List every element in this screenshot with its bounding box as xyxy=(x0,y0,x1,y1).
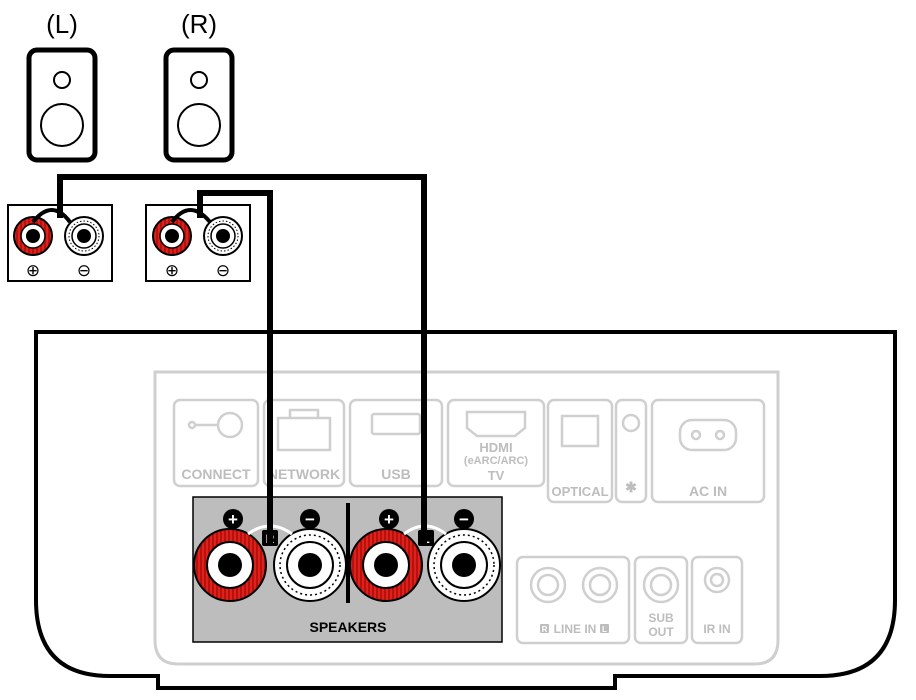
right-plus-sign: ⊕ xyxy=(165,261,179,280)
sub-label: SUB xyxy=(648,611,674,625)
sub-out-port xyxy=(633,555,689,645)
network-label: NETWORK xyxy=(268,466,340,482)
usb-label: USB xyxy=(381,466,411,482)
connect-port xyxy=(172,398,260,488)
optical-label: OPTICAL xyxy=(551,484,608,499)
left-wire-outer xyxy=(57,174,427,545)
rear-ports xyxy=(172,398,766,645)
device-l-minus-sign: − xyxy=(459,510,469,529)
line-in-l-badge: L xyxy=(602,625,607,634)
left-speaker xyxy=(26,47,98,163)
device-l-minus-terminal xyxy=(427,528,501,602)
hdmi-sub-label: (eARC/ARC) xyxy=(464,455,529,467)
speakers-panel-label: SPEAKERS xyxy=(309,619,386,635)
left-speaker-label: (L) xyxy=(46,9,78,39)
left-plus-sign: ⊕ xyxy=(26,261,40,280)
line-in-port xyxy=(515,555,631,645)
right-wire-outer xyxy=(197,190,273,545)
optical-port xyxy=(546,398,614,504)
speaker-wires xyxy=(57,174,427,545)
right-speaker-minus-terminal xyxy=(203,216,243,256)
connect-label: CONNECT xyxy=(181,466,251,482)
out-label: OUT xyxy=(648,625,674,639)
ir-in-port xyxy=(690,555,744,645)
right-speaker xyxy=(163,47,235,163)
bluetooth-button xyxy=(614,398,648,504)
left-speaker-plus-terminal xyxy=(13,216,53,256)
tv-label: TV xyxy=(488,468,505,483)
device-speakers-panel: + − + − R L SPEAKERS xyxy=(192,496,503,643)
line-in-l-box xyxy=(600,624,609,633)
ir-in-label: IR IN xyxy=(703,622,730,636)
hdmi-port xyxy=(446,398,546,488)
right-speaker-plus-terminal xyxy=(152,216,192,256)
right-minus-sign: ⊖ xyxy=(216,261,230,280)
left-speaker-minus-terminal xyxy=(64,216,104,256)
ac-in-label: AC IN xyxy=(689,483,727,499)
left-minus-sign: ⊖ xyxy=(77,261,91,280)
device-r-plus-sign: + xyxy=(228,510,238,529)
device-l-plus-sign: + xyxy=(384,510,394,529)
line-in-r-box xyxy=(540,624,549,633)
device-r-minus-terminal xyxy=(273,528,347,602)
line-in-r-badge: R xyxy=(542,625,548,634)
line-in-label: LINE IN xyxy=(554,622,597,636)
hdmi-label: HDMI xyxy=(479,440,512,455)
device-l-plus-terminal xyxy=(349,528,423,602)
device-r-plus-terminal xyxy=(193,528,267,602)
network-port xyxy=(262,398,346,488)
usb-port xyxy=(348,398,444,488)
device-r-minus-sign: − xyxy=(305,510,315,529)
bluetooth-icon: ✱ xyxy=(625,479,637,495)
ac-in-port xyxy=(650,398,766,504)
right-speaker-label: (R) xyxy=(181,9,217,39)
